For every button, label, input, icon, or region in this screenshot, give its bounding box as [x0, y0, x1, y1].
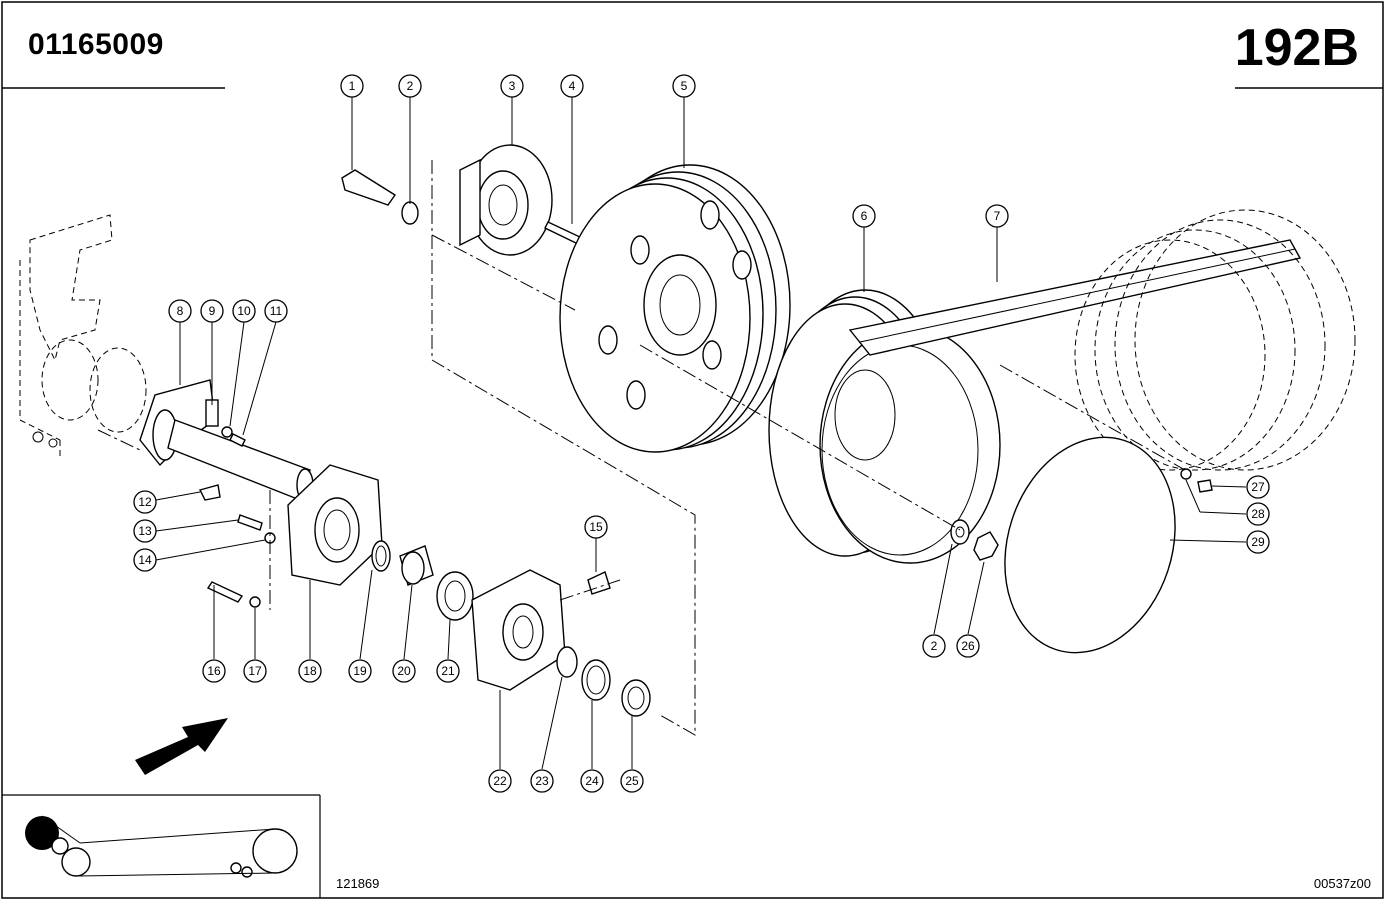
footer-left-code: 121869 — [336, 876, 380, 891]
svg-text:1: 1 — [349, 79, 356, 93]
bearing-components — [371, 540, 474, 621]
svg-text:17: 17 — [248, 664, 262, 678]
svg-text:5: 5 — [681, 79, 688, 93]
hardware-right — [950, 468, 1213, 561]
large-pulley — [559, 164, 791, 453]
svg-text:27: 27 — [1251, 480, 1265, 494]
leader-lines — [155, 96, 1247, 770]
callout-8[interactable]: 8 — [168, 299, 192, 323]
callout-23[interactable]: 23 — [530, 769, 554, 793]
callout-21[interactable]: 21 — [436, 659, 460, 683]
svg-text:11: 11 — [270, 304, 283, 318]
callout-2[interactable]: 2 — [398, 74, 422, 98]
svg-text:14: 14 — [138, 553, 152, 567]
callout-10[interactable]: 10 — [232, 299, 256, 323]
callout-4[interactable]: 4 — [560, 74, 584, 98]
callout-3[interactable]: 3 — [500, 74, 524, 98]
svg-text:15: 15 — [589, 520, 603, 534]
callout-12[interactable]: 12 — [133, 490, 157, 514]
footer-right-code: 00537z00 — [1313, 876, 1371, 891]
svg-text:2: 2 — [407, 79, 414, 93]
callouts: 1 2 3 4 5 6 7 8 9 10 11 12 13 14 15 16 1… — [133, 74, 1270, 793]
callout-18[interactable]: 18 — [298, 659, 322, 683]
callout-26[interactable]: 26 — [956, 634, 980, 658]
overview-thumbnail — [25, 815, 298, 878]
svg-text:8: 8 — [177, 304, 184, 318]
svg-text:24: 24 — [585, 774, 599, 788]
bearing-housing — [287, 464, 383, 586]
callout-17[interactable]: 17 — [243, 659, 267, 683]
callout-19[interactable]: 19 — [348, 659, 372, 683]
callout-1[interactable]: 1 — [340, 74, 364, 98]
svg-text:19: 19 — [353, 664, 367, 678]
callout-16[interactable]: 16 — [202, 659, 226, 683]
small-pulley — [768, 289, 1001, 564]
svg-text:29: 29 — [1251, 535, 1265, 549]
svg-text:18: 18 — [303, 664, 317, 678]
svg-text:21: 21 — [441, 664, 455, 678]
svg-text:23: 23 — [535, 774, 549, 788]
callout-2b[interactable]: 2 — [922, 634, 946, 658]
center-lines — [97, 160, 1186, 736]
svg-text:6: 6 — [861, 209, 868, 223]
svg-text:26: 26 — [961, 639, 975, 653]
callout-13[interactable]: 13 — [133, 519, 157, 543]
svg-text:4: 4 — [569, 79, 576, 93]
page-code: 192B — [1234, 19, 1359, 77]
svg-text:3: 3 — [509, 79, 516, 93]
svg-text:22: 22 — [493, 774, 507, 788]
callout-5[interactable]: 5 — [672, 74, 696, 98]
callout-28[interactable]: 28 — [1246, 502, 1270, 526]
svg-text:12: 12 — [138, 495, 152, 509]
svg-text:16: 16 — [207, 664, 221, 678]
gearbox-housing-outline — [19, 214, 147, 460]
drive-belt — [848, 239, 1302, 356]
callout-14[interactable]: 14 — [133, 548, 157, 572]
svg-text:9: 9 — [209, 304, 216, 318]
direction-arrow — [135, 718, 228, 775]
callout-29[interactable]: 29 — [1246, 530, 1270, 554]
svg-text:20: 20 — [397, 664, 411, 678]
callout-7[interactable]: 7 — [985, 204, 1009, 228]
protective-cover — [1004, 436, 1176, 654]
locking-rings — [556, 646, 651, 717]
svg-text:25: 25 — [625, 774, 639, 788]
hardware-bolts — [198, 169, 611, 608]
pulley-hub — [459, 144, 553, 256]
rotor-drum-outline — [1074, 209, 1356, 471]
svg-text:28: 28 — [1251, 507, 1265, 521]
callout-20[interactable]: 20 — [392, 659, 416, 683]
callout-15[interactable]: 15 — [584, 515, 608, 539]
callout-27[interactable]: 27 — [1246, 475, 1270, 499]
bearing-flange — [471, 569, 566, 691]
shaft-bracket — [139, 379, 314, 502]
callout-9[interactable]: 9 — [200, 299, 224, 323]
callout-22[interactable]: 22 — [488, 769, 512, 793]
part-number: 01165009 — [28, 28, 164, 61]
svg-text:13: 13 — [138, 524, 152, 538]
svg-text:7: 7 — [994, 209, 1001, 223]
callout-25[interactable]: 25 — [620, 769, 644, 793]
callout-6[interactable]: 6 — [852, 204, 876, 228]
callout-11[interactable]: 11 — [264, 299, 288, 323]
svg-text:10: 10 — [237, 304, 251, 318]
callout-24[interactable]: 24 — [580, 769, 604, 793]
svg-text:2: 2 — [931, 639, 938, 653]
